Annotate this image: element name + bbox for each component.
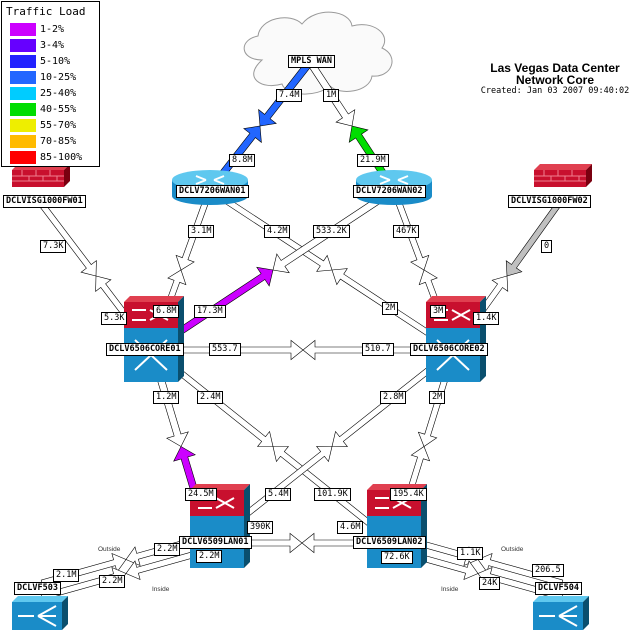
link-label[interactable]: 3M (430, 305, 447, 318)
link-label[interactable]: 72.6K (381, 551, 413, 564)
link-label[interactable]: 1.1K (457, 547, 484, 560)
legend-swatch (10, 55, 36, 68)
link-label[interactable]: 2M (429, 391, 446, 404)
link-label[interactable]: 5.4M (265, 488, 292, 501)
link-label[interactable]: 2.2M (99, 575, 126, 588)
legend-swatch (10, 119, 36, 132)
legend-item: 25-40% (10, 87, 98, 101)
legend-label: 55-70% (40, 120, 77, 131)
link-label[interactable]: 206.5 (532, 564, 564, 577)
node-label-core01[interactable]: DCLV6506CORE01 (106, 343, 184, 356)
link-arrow-fw01-core01-a[interactable] (37, 199, 97, 277)
link-label[interactable]: 467K (393, 225, 420, 238)
link-label[interactable]: 1M (323, 89, 340, 102)
legend-label: 1-2% (40, 24, 65, 35)
switch-icon-lan02 (367, 484, 427, 568)
link-label[interactable]: 0 (541, 240, 553, 253)
link-label[interactable]: 101.9K (314, 488, 351, 501)
legend-swatch (10, 39, 36, 52)
link-label[interactable]: 195.4K (390, 488, 427, 501)
legend-item: 70-85% (10, 135, 98, 149)
note-outside-right: Outside (501, 546, 524, 553)
legend-label: 5-10% (40, 56, 71, 67)
legend-label: 70-85% (40, 136, 77, 147)
note-inside-left: Inside (152, 586, 170, 593)
legend-item: 40-55% (10, 103, 98, 117)
link-label[interactable]: 4.2M (264, 225, 291, 238)
link-label[interactable]: 21.9M (357, 154, 389, 167)
link-label[interactable]: 553.7 (209, 343, 241, 356)
mpls-cloud-icon (243, 11, 393, 95)
legend-item: 3-4% (10, 39, 98, 53)
diagram-subtitle: Network Core (515, 73, 595, 87)
node-label-vf504[interactable]: DCLVF504 (535, 582, 582, 595)
node-label-wan02[interactable]: DCLV7206WAN02 (353, 185, 426, 198)
link-label[interactable]: 2.4M (197, 391, 224, 404)
node-label-mpls[interactable]: MPLS WAN (288, 55, 335, 68)
link-label[interactable]: 7.3K (40, 240, 67, 253)
link-label[interactable]: 5.3K (101, 312, 128, 325)
diagram-title: Las Vegas Data Center (490, 61, 620, 75)
legend-label: 25-40% (40, 88, 77, 99)
legend-swatch (10, 23, 36, 36)
load-balancer-icon-vf503 (12, 596, 68, 630)
traffic-load-legend: Traffic Load 1-2% 3-4% 5-10% 10-25% 25-40% 40… (1, 1, 100, 167)
legend-title: Traffic Load (6, 5, 86, 18)
link-label[interactable]: 24K (479, 577, 501, 590)
link-label[interactable]: 2.2M (154, 543, 181, 556)
node-label-core02[interactable]: DCLV6506CORE02 (410, 343, 488, 356)
note-inside-right: Inside (441, 586, 459, 593)
note-outside-left: Outside (98, 546, 121, 553)
link-label[interactable]: 3.1M (188, 225, 215, 238)
legend-swatch (10, 135, 36, 148)
link-label[interactable]: 17.3M (194, 305, 226, 318)
legend-item: 10-25% (10, 71, 98, 85)
node-label-vf503[interactable]: DCLVF503 (14, 582, 61, 595)
link-label[interactable]: 533.2K (313, 225, 350, 238)
link-arrow-fw02-core02-a[interactable] (505, 199, 563, 277)
node-label-wan01[interactable]: DCLV7206WAN01 (176, 185, 249, 198)
link-label[interactable]: 7.4M (276, 89, 303, 102)
node-label-lan01[interactable]: DCLV6509LAN01 (179, 536, 252, 549)
firewall-icon-fw02 (534, 164, 592, 187)
link-label[interactable]: 6.8M (153, 305, 180, 318)
link-label[interactable]: 390K (247, 521, 274, 534)
legend-swatch (10, 151, 36, 164)
legend-item: 55-70% (10, 119, 98, 133)
legend-swatch (10, 103, 36, 116)
legend-swatch (10, 87, 36, 100)
legend-item: 1-2% (10, 23, 98, 37)
legend-item: 5-10% (10, 55, 98, 69)
link-label[interactable]: 1.2M (153, 391, 180, 404)
node-label-fw01[interactable]: DCLVISG1000FW01 (3, 195, 86, 208)
link-label[interactable]: 8.8M (229, 154, 256, 167)
load-balancer-icon-vf504 (533, 596, 589, 630)
link-label[interactable]: 2M (382, 302, 399, 315)
link-label[interactable]: 2.2M (196, 550, 223, 563)
legend-swatch (10, 71, 36, 84)
link-label[interactable]: 4.6M (337, 521, 364, 534)
link-label[interactable]: 2.8M (380, 391, 407, 404)
node-label-fw02[interactable]: DCLVISG1000FW02 (508, 195, 591, 208)
created-timestamp: Created: Jan 03 2007 09:40:02 (480, 86, 630, 96)
link-label[interactable]: 24.5M (185, 488, 217, 501)
legend-item: 85-100% (10, 151, 98, 165)
legend-label: 10-25% (40, 72, 77, 83)
link-label[interactable]: 510.7 (362, 343, 394, 356)
firewall-icon-fw01 (12, 164, 70, 187)
legend-label: 40-55% (40, 104, 77, 115)
link-label[interactable]: 2.1M (53, 569, 80, 582)
legend-label: 3-4% (40, 40, 65, 51)
node-label-lan02[interactable]: DCLV6509LAN02 (353, 536, 426, 549)
diagram-title-block: Las Vegas Data Center Network Core Creat… (470, 62, 640, 96)
legend-label: 85-100% (40, 152, 83, 163)
link-label[interactable]: 1.4K (473, 312, 500, 325)
